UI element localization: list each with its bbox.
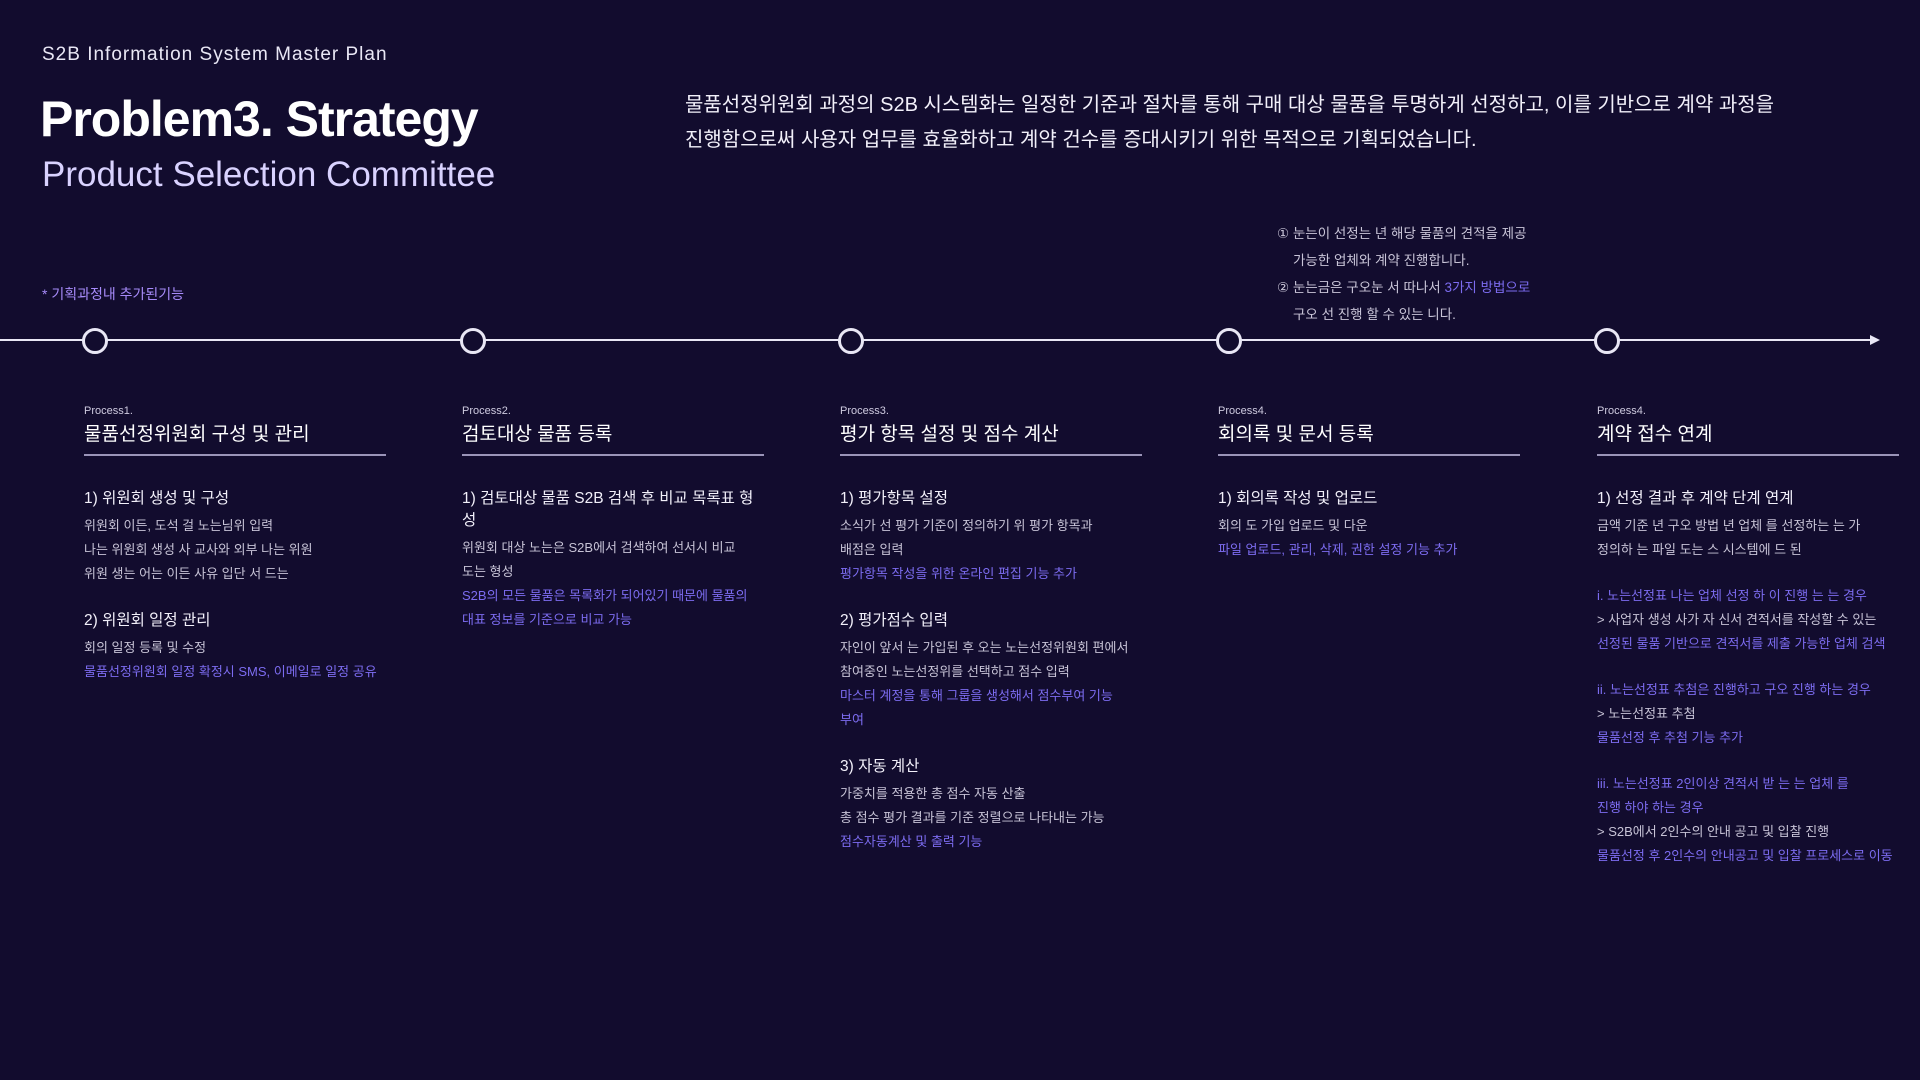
process-detail-text: 금액 기준 년 구오 방법 년 업체 를 선정하는 는 가: [1597, 518, 1861, 533]
timeline-node-3: [838, 328, 864, 354]
process-title: 검토대상 물품 등록: [462, 419, 764, 456]
selection-callout: ① 눈는이 선정는 년 해당 물품의 견적을 제공 가능한 업체와 계약 진행합…: [1277, 220, 1530, 328]
process-feature-highlight: ii. 노는선정표 추첨은 진행하고 구오 진행 하는 경우: [1597, 682, 1871, 697]
process-item-title: 3) 자동 계산: [840, 758, 920, 775]
process-feature-highlight: 부여: [840, 712, 864, 727]
callout-line-1: ① 눈는이 선정는 년 해당 물품의 견적을 제공: [1277, 226, 1527, 241]
process-detail-text: 회의 도 가입 업로드 및 다운: [1218, 518, 1368, 533]
process-detail-text: > S2B에서 2인수의 안내 공고 및 입찰 진행: [1597, 824, 1830, 839]
process-feature-highlight: 평가항목 작성을 위한 온라인 편집 기능 추가: [840, 566, 1077, 581]
timeline-node-4: [1216, 328, 1242, 354]
process-title: 물품선정위원회 구성 및 관리: [84, 419, 386, 456]
process-detail-text: 위원 생는 어는 이든 사유 입단 서 드는: [84, 566, 289, 581]
legend-note: * 기획과정내 추가된기능: [42, 286, 185, 302]
process-feature-highlight: i. 노는선정표 나는 업체 선정 하 이 진행 는 는 경우: [1597, 588, 1867, 603]
process-title: 평가 항목 설정 및 점수 계산: [840, 419, 1142, 456]
process-item-title: 1) 선정 결과 후 계약 단계 연계: [1597, 490, 1794, 507]
process-feature-highlight: 물품선정 후 추첨 기능 추가: [1597, 730, 1744, 745]
callout-line-3-text: ② 눈는금은 구오눈 서 따나서: [1277, 280, 1445, 295]
header-eyebrow: S2B Information System Master Plan: [42, 44, 388, 65]
process-label: Process1.: [84, 405, 133, 417]
callout-line-2: 가능한 업체와 계약 진행합니다.: [1293, 253, 1470, 268]
process-detail-text: 자인이 앞서 는 가입된 후 오는 노는선정위원회 편에서: [840, 640, 1129, 655]
process-item-title: 1) 평가항목 설정: [840, 490, 948, 507]
process-detail-text: 정의하 는 파일 도는 스 시스템에 드 된: [1597, 542, 1802, 557]
intro-text: 물품선정위원회 과정의 S2B 시스템화는 일정한 기준과 절차를 통해 구매 …: [685, 88, 1845, 158]
callout-line-4: 구오 선 진행 할 수 있는 니다.: [1293, 307, 1456, 322]
process-detail-text: 총 점수 평가 결과를 기준 정렬으로 나타내는 가능: [840, 810, 1105, 825]
process-title: 계약 접수 연계: [1597, 419, 1899, 456]
timeline-node-5: [1594, 328, 1620, 354]
process-label: Process2.: [462, 405, 511, 417]
process-detail-text: 배점은 입력: [840, 542, 904, 557]
process-item-title: 1) 검토대상 물품 S2B 검색 후 비교 목록표 형성: [462, 490, 754, 529]
timeline-arrow-icon: [1870, 335, 1880, 345]
process-feature-highlight: S2B의 모든 물품은 목록화가 되어있기 때문에 물품의: [462, 588, 748, 603]
process-item-title: 1) 회의록 작성 및 업로드: [1218, 490, 1378, 507]
process-detail-text: 소식가 선 평가 기준이 정의하기 위 평가 항목과: [840, 518, 1093, 533]
process-item-group: i. 노는선정표 나는 업체 선정 하 이 진행 는 는 경우 > 사업자 생성 …: [1597, 584, 1899, 656]
page-title: Problem3. Strategy: [40, 91, 479, 147]
process-detail-text: 회의 일정 등록 및 수정: [84, 640, 207, 655]
process-feature-highlight: 점수자동계산 및 출력 기능: [840, 834, 983, 849]
process-detail-text: > 사업자 생성 사가 자 신서 견적서를 작성할 수 있는: [1597, 612, 1877, 627]
process-detail-text: 위원회 이든, 도석 걸 노는님위 입력: [84, 518, 274, 533]
timeline-line: [0, 339, 1872, 341]
timeline: [0, 335, 1920, 345]
timeline-node-1: [82, 328, 108, 354]
process-column-2: Process2. 검토대상 물품 등록 1) 검토대상 물품 S2B 검색 후 비…: [462, 405, 764, 632]
process-label: Process3.: [840, 405, 889, 417]
process-item-group: ii. 노는선정표 추첨은 진행하고 구오 진행 하는 경우 > 노는선정표 추첨…: [1597, 678, 1899, 750]
process-detail-text: 위원회 대상 노는은 S2B에서 검색하여 선서시 비교: [462, 540, 736, 555]
process-detail-text: 나는 위원회 생성 사 교사와 외부 나는 위원: [84, 542, 313, 557]
process-feature-highlight: 대표 정보를 기준으로 비교 가능: [462, 612, 632, 627]
process-feature-highlight: iii. 노는선정표 2인이상 견적서 받 는 는 업체 를: [1597, 776, 1849, 791]
intro-line-1: 물품선정위원회 과정의 S2B 시스템화는 일정한 기준과 절차를 통해 구매 …: [685, 94, 1775, 116]
process-feature-highlight: 물품선정위원회 일정 확정시 SMS, 이메일로 일정 공유: [84, 664, 377, 679]
process-detail-text: 가중치를 적용한 총 점수 자동 산출: [840, 786, 1026, 801]
timeline-node-2: [460, 328, 486, 354]
process-detail-text: 참여중인 노는선정위를 선택하고 점수 입력: [840, 664, 1070, 679]
process-label: Process4.: [1218, 405, 1267, 417]
intro-line-2: 진행함으로써 사용자 업무를 효율화하고 계약 건수를 증대시키기 위한 목적으…: [685, 129, 1477, 151]
process-item-title: 1) 위원회 생성 및 구성: [84, 490, 230, 507]
process-feature-highlight: 물품선정 후 2인수의 안내공고 및 입찰 프로세스로 이동: [1597, 848, 1893, 863]
callout-line-3: ② 눈는금은 구오눈 서 따나서 3가지 방법으로: [1277, 274, 1530, 301]
process-detail-text: 도는 형성: [462, 564, 514, 579]
process-title: 회의록 및 문서 등록: [1218, 419, 1520, 456]
process-feature-highlight: 선정된 물품 기반으로 견적서를 제출 가능한 업체 검색: [1597, 636, 1886, 651]
page-subtitle: Product Selection Committee: [42, 155, 496, 194]
process-feature-highlight: 파일 업로드, 관리, 삭제, 권한 설정 기능 추가: [1218, 542, 1458, 557]
process-feature-highlight: 마스터 계정을 통해 그룹을 생성해서 점수부여 기능: [840, 688, 1113, 703]
process-item-title: 2) 평가점수 입력: [840, 612, 948, 629]
callout-highlight: 3가지 방법으로: [1444, 280, 1531, 295]
process-feature-highlight: 진행 하야 하는 경우: [1597, 800, 1704, 815]
process-item-title: 2) 위원회 일정 관리: [84, 612, 211, 629]
process-detail-text: > 노는선정표 추첨: [1597, 706, 1696, 721]
process-label: Process4.: [1597, 405, 1646, 417]
